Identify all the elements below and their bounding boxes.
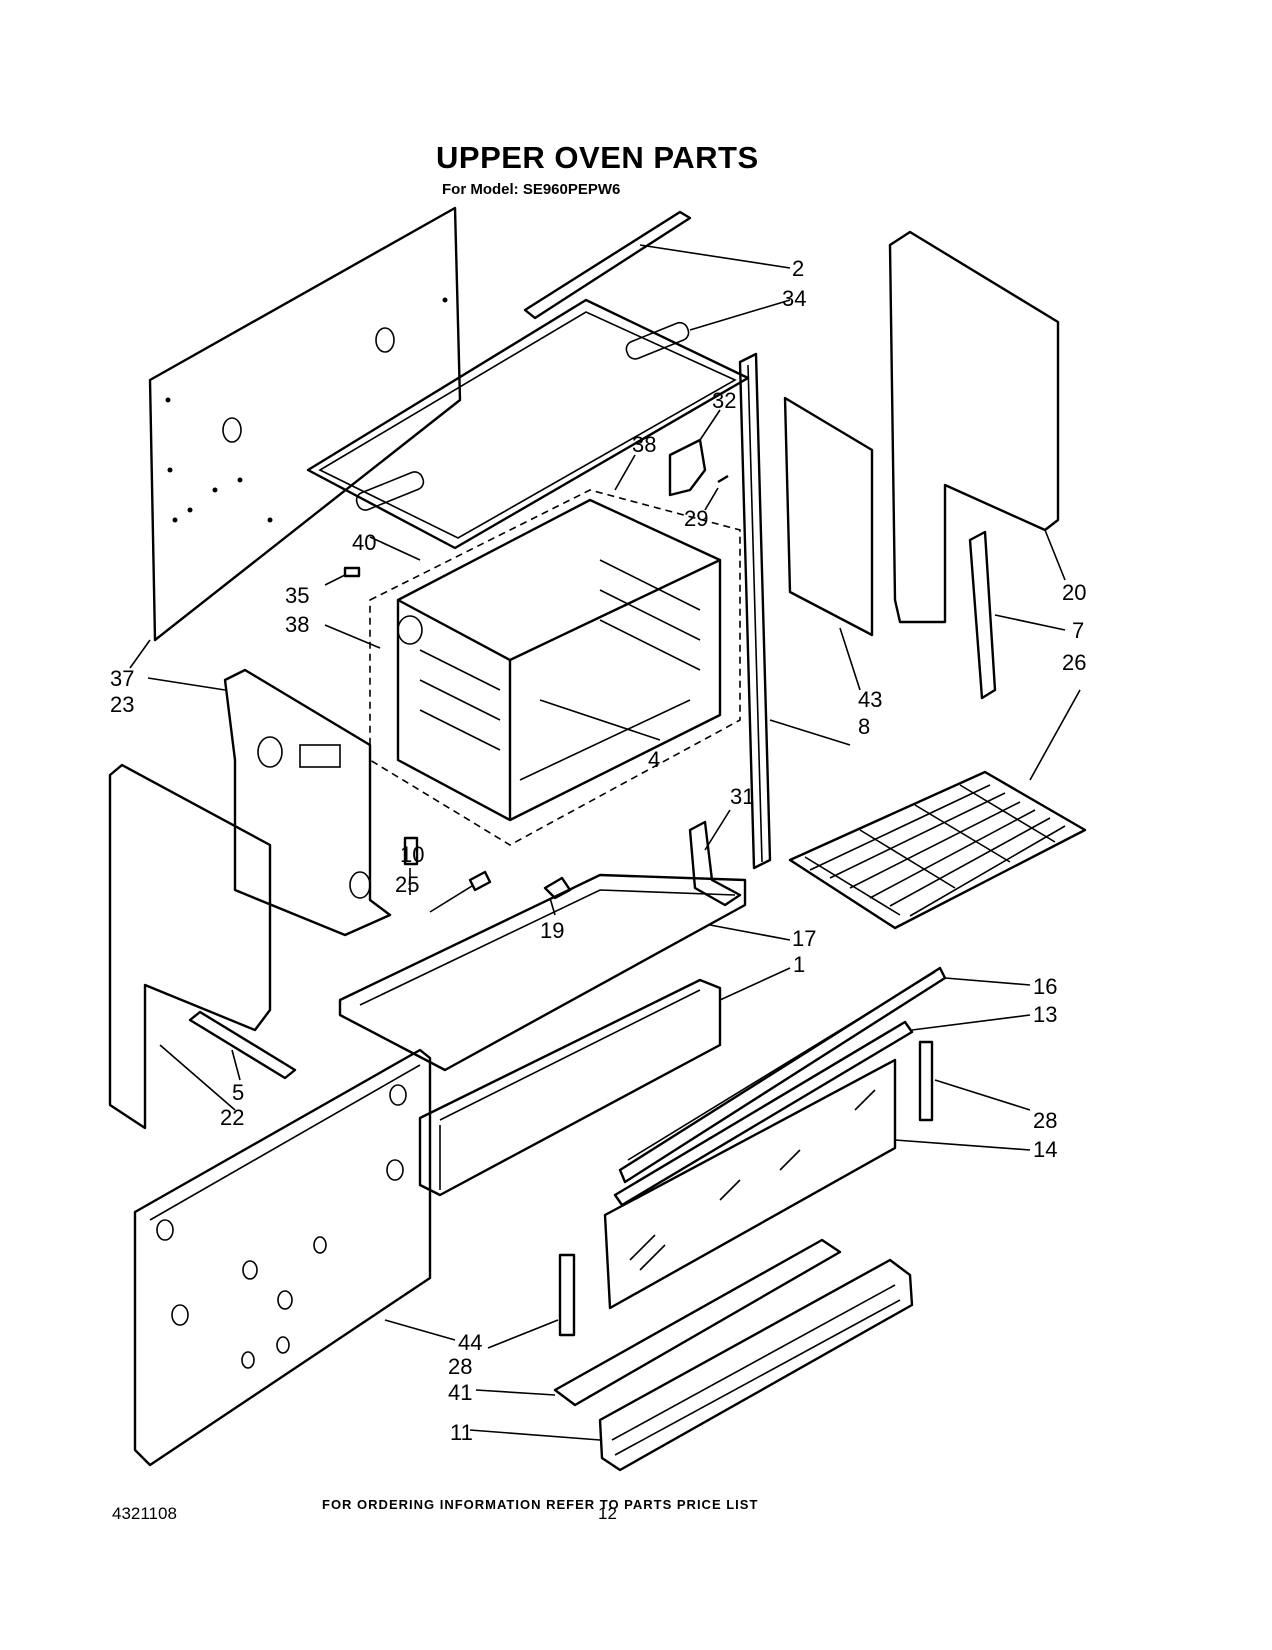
callout-35: 35 <box>285 583 309 608</box>
callout-28-left: 28 <box>448 1354 472 1379</box>
callout-28-right: 28 <box>1033 1108 1057 1133</box>
callout-43: 43 <box>858 687 882 712</box>
callout-38-left: 38 <box>285 612 309 637</box>
part-32-bracket <box>668 409 721 497</box>
callout-40: 40 <box>352 530 376 555</box>
part-25-clip <box>429 870 492 913</box>
part-22-left-lower-panel <box>108 763 272 1130</box>
part-44-lower-side-panel <box>133 1048 456 1467</box>
page-title: UPPER OVEN PARTS <box>436 140 759 175</box>
part-20-right-side-panel <box>888 230 1066 624</box>
part-43-insulation-panel <box>783 396 874 691</box>
callout-13: 13 <box>1033 1002 1057 1027</box>
part-37-left-side-panel <box>129 206 462 669</box>
callout-41: 41 <box>448 1380 472 1405</box>
callout-20: 20 <box>1062 580 1086 605</box>
callout-labels: 2 34 32 38 29 40 35 38 37 23 20 7 26 43 … <box>110 256 1086 1445</box>
part-2-top-bracket <box>523 210 791 320</box>
callout-37: 37 <box>110 666 134 691</box>
page-number: 12 <box>598 1504 617 1523</box>
part-34-top-panel <box>306 298 791 550</box>
document-number: 4321108 <box>112 1504 177 1523</box>
callout-31: 31 <box>730 784 754 809</box>
part-10-switch <box>403 836 419 895</box>
callout-17: 17 <box>792 926 816 951</box>
part-17-bottom-panel <box>338 873 791 1072</box>
callout-4: 4 <box>648 747 660 772</box>
part-28-spacer-right <box>918 1040 1031 1122</box>
part-1-front-frame <box>418 967 791 1197</box>
part-7-rail <box>968 530 1066 700</box>
callout-25: 25 <box>395 872 419 897</box>
part-35-clip <box>324 566 361 586</box>
callout-44: 44 <box>458 1330 482 1355</box>
callout-10: 10 <box>400 842 424 867</box>
part-26-oven-rack <box>788 689 1087 930</box>
part-14-door-glass <box>603 1058 1031 1310</box>
callout-16: 16 <box>1033 974 1057 999</box>
part-11-outer-door <box>469 1258 914 1472</box>
callout-22: 22 <box>220 1105 244 1130</box>
callout-8: 8 <box>858 714 870 739</box>
model-subtitle: For Model: SE960PEPW6 <box>442 181 621 198</box>
callout-26: 26 <box>1062 650 1086 675</box>
part-38-oven-liner <box>324 454 741 846</box>
callout-5: 5 <box>232 1080 244 1105</box>
part-16-door-trim <box>618 966 1031 1184</box>
part-8-vertical-trim <box>738 352 851 870</box>
callout-32: 32 <box>712 388 736 413</box>
callout-23: 23 <box>110 692 134 717</box>
callout-14: 14 <box>1033 1137 1057 1162</box>
part-23-rear-panel <box>147 668 392 937</box>
part-13-door-liner <box>613 1014 1031 1207</box>
part-5-strip <box>188 1010 297 1081</box>
ordering-note: FOR ORDERING INFORMATION REFER TO PARTS … <box>322 1497 759 1512</box>
callout-7: 7 <box>1072 618 1084 643</box>
callout-2: 2 <box>792 256 804 281</box>
part-28-spacer-left <box>487 1253 576 1349</box>
part-29-spring <box>704 474 729 511</box>
callout-11: 11 <box>450 1420 473 1445</box>
callout-29: 29 <box>684 506 708 531</box>
callout-1: 1 <box>793 952 805 977</box>
callout-34: 34 <box>782 286 806 311</box>
part-41-door-channel <box>475 1238 842 1407</box>
part-31-bracket <box>688 809 742 907</box>
callout-38-top: 38 <box>632 432 656 457</box>
callout-19: 19 <box>540 918 564 943</box>
